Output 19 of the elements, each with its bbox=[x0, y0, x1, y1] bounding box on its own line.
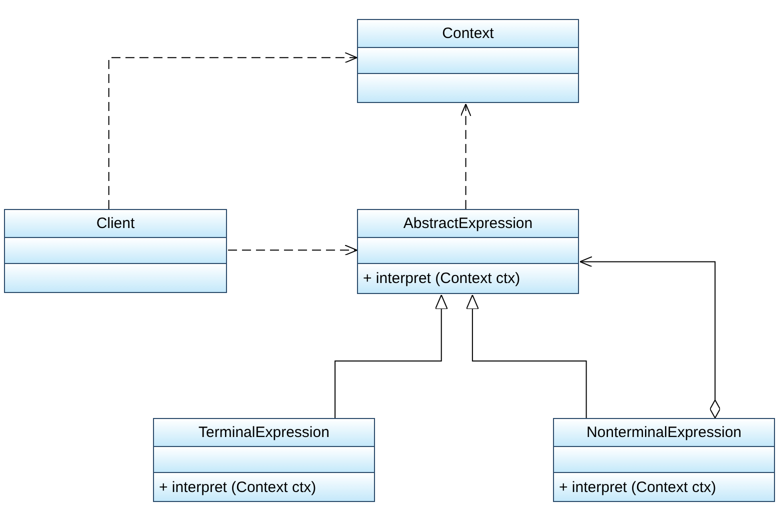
class-name-compartment: TerminalExpression bbox=[154, 419, 374, 446]
dependency-arrow bbox=[460, 104, 472, 210]
class-name-compartment: Context bbox=[358, 20, 578, 47]
class-name-compartment: AbstractExpression bbox=[358, 210, 578, 237]
method-compartment: + interpret (Context ctx) bbox=[154, 472, 374, 501]
class-box bbox=[153, 418, 375, 502]
aggregation-arrow bbox=[580, 256, 721, 418]
method-compartment: + interpret (Context ctx) bbox=[554, 472, 774, 501]
class-name-compartment: Client bbox=[5, 210, 226, 237]
inheritance-arrow bbox=[466, 294, 587, 418]
inheritance-arrow bbox=[334, 294, 448, 418]
dependency-arrow bbox=[108, 52, 358, 210]
dependency-arrow bbox=[228, 244, 358, 256]
class-name-compartment: NonterminalExpression bbox=[554, 419, 774, 446]
class-box bbox=[4, 209, 227, 293]
class-box bbox=[357, 19, 579, 103]
class-box bbox=[357, 209, 579, 294]
method-compartment: + interpret (Context ctx) bbox=[358, 263, 578, 293]
class-box bbox=[553, 418, 775, 502]
